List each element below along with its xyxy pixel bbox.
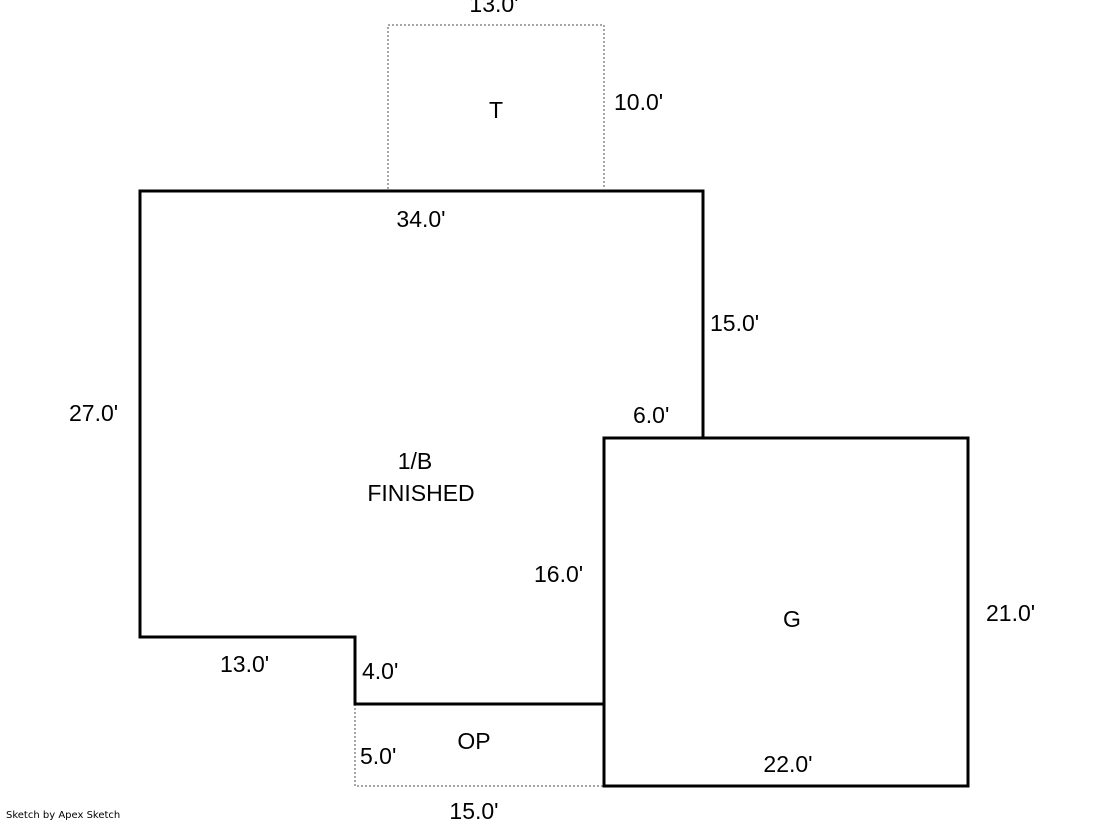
dim-notch-step: 6.0' bbox=[633, 402, 669, 428]
terrace-outline bbox=[387, 24, 605, 189]
porch-outline bbox=[354, 704, 604, 787]
dim-terrace-depth: 10.0' bbox=[614, 89, 663, 115]
dim-porch-depth: 5.0' bbox=[360, 743, 396, 769]
dim-porch-width: 15.0' bbox=[449, 798, 498, 821]
dim-terrace-width: 13.0' bbox=[469, 0, 518, 17]
dim-garage-right: 21.0' bbox=[986, 600, 1035, 626]
main-area-code: 1/B bbox=[398, 448, 433, 474]
terrace-label: T bbox=[489, 97, 503, 123]
garage-label: G bbox=[783, 606, 801, 632]
dim-main-bottom-left: 13.0' bbox=[220, 651, 269, 677]
dim-main-right-upper: 15.0' bbox=[710, 310, 759, 336]
garage-outline bbox=[602, 436, 970, 788]
dim-notch-left: 4.0' bbox=[362, 658, 398, 684]
dim-main-top: 34.0' bbox=[396, 206, 445, 232]
porch-label: OP bbox=[457, 728, 490, 754]
dim-main-left: 27.0' bbox=[69, 400, 118, 426]
dim-garage-bottom: 22.0' bbox=[763, 751, 812, 777]
main-area-description: FINISHED bbox=[367, 480, 474, 506]
sketch-credit: Sketch by Apex Sketch bbox=[6, 810, 120, 821]
dim-main-inner-right: 16.0' bbox=[534, 561, 583, 587]
